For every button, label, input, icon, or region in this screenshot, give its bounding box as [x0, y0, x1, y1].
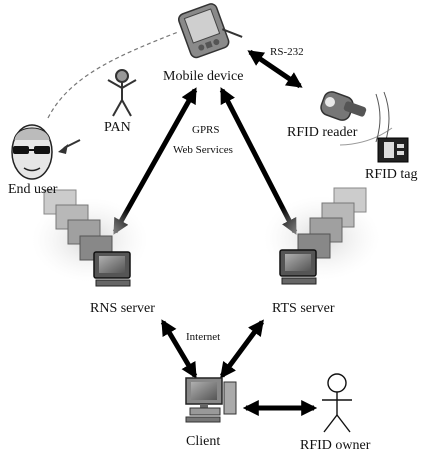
web-services-label: Web Services [173, 144, 233, 156]
client-label: Client [186, 434, 221, 449]
gprs-label: GPRS [192, 124, 220, 136]
rfid-reader-icon [320, 91, 393, 147]
mobile-device-label: Mobile device [163, 69, 244, 84]
rts-server-icon [264, 187, 380, 285]
rfid-tag-label: RFID tag [365, 167, 418, 182]
client-computer-icon [185, 377, 237, 423]
pan-link [47, 31, 179, 119]
gprs-arrow-rns [112, 87, 198, 235]
rns-server-icon [32, 189, 148, 287]
rfid-owner-icon [322, 373, 352, 433]
rfid-tag-icon [377, 137, 409, 163]
pda-icon [177, 3, 243, 59]
pan-label: PAN [104, 120, 131, 135]
rts-server-label: RTS server [272, 301, 335, 316]
rfid-owner-label: RFID owner [300, 438, 371, 453]
internet-arrow-rts [219, 319, 265, 379]
end-user-face-icon [11, 124, 81, 180]
end-user-label: End user [8, 182, 58, 197]
rs232-arrow [247, 49, 303, 89]
rfid-reader-label: RFID reader [287, 125, 358, 140]
pan-person-icon [107, 69, 137, 117]
rs232-label: RS-232 [270, 46, 304, 58]
internet-arrow-rns [160, 319, 198, 379]
internet-label: Internet [186, 331, 221, 343]
rns-server-label: RNS server [90, 301, 155, 316]
